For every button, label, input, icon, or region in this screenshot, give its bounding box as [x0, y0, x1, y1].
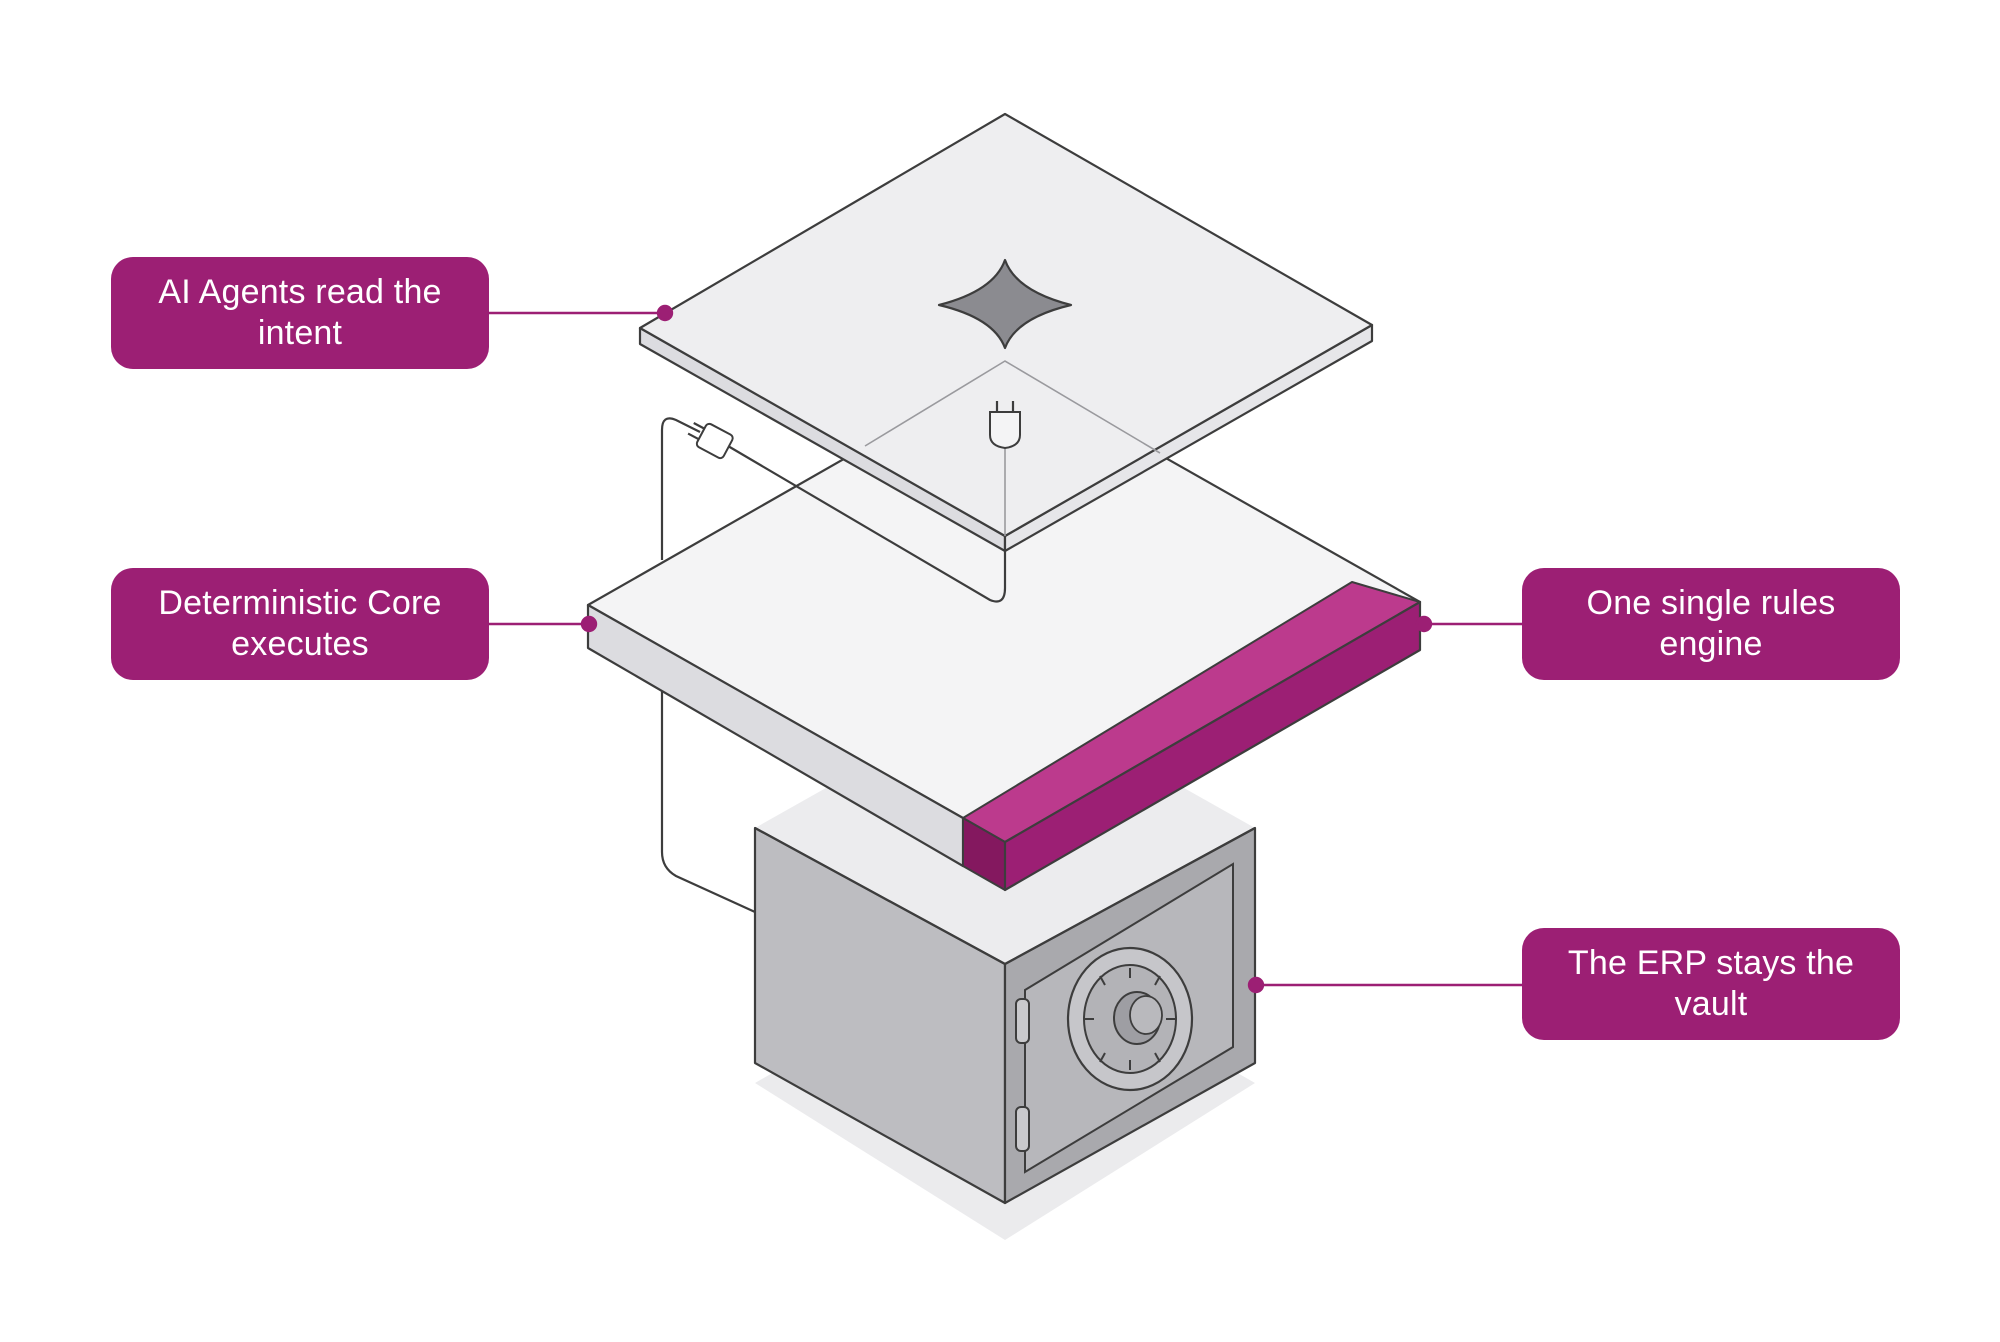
side-cable: [660, 668, 756, 914]
safe-top-edge: [754, 827, 1256, 966]
deterministic-core-panel: [586, 365, 1422, 892]
leader-core-dot: [580, 615, 598, 633]
label-deterministic-core: Deterministic Core executes: [111, 568, 489, 680]
leader-lines: [489, 304, 1522, 994]
power-plug-icon: [687, 422, 734, 460]
leader-rules-dot: [1415, 615, 1433, 633]
label-ai-agents: AI Agents read the intent: [111, 257, 489, 369]
ai-agents-panel: [638, 112, 1374, 553]
label-rules-engine: One single rules engine: [1522, 568, 1900, 680]
combination-dial-icon: [1066, 946, 1194, 1092]
power-plug-icon: [989, 401, 1021, 450]
leader-ai-dot: [656, 304, 674, 322]
rules-engine-bar-side: [1003, 600, 1422, 892]
label-erp-vault: The ERP stays the vault: [1522, 928, 1900, 1040]
safe-hinge-top: [1015, 998, 1030, 1044]
safe-hinge-bottom: [1015, 1106, 1030, 1152]
power-cable-loop: [660, 417, 701, 560]
sparkle-star-icon: [937, 258, 1073, 350]
power-cable: [727, 416, 1007, 603]
ai-see-through-lines: [864, 360, 1161, 454]
leader-erp-dot: [1247, 976, 1265, 994]
